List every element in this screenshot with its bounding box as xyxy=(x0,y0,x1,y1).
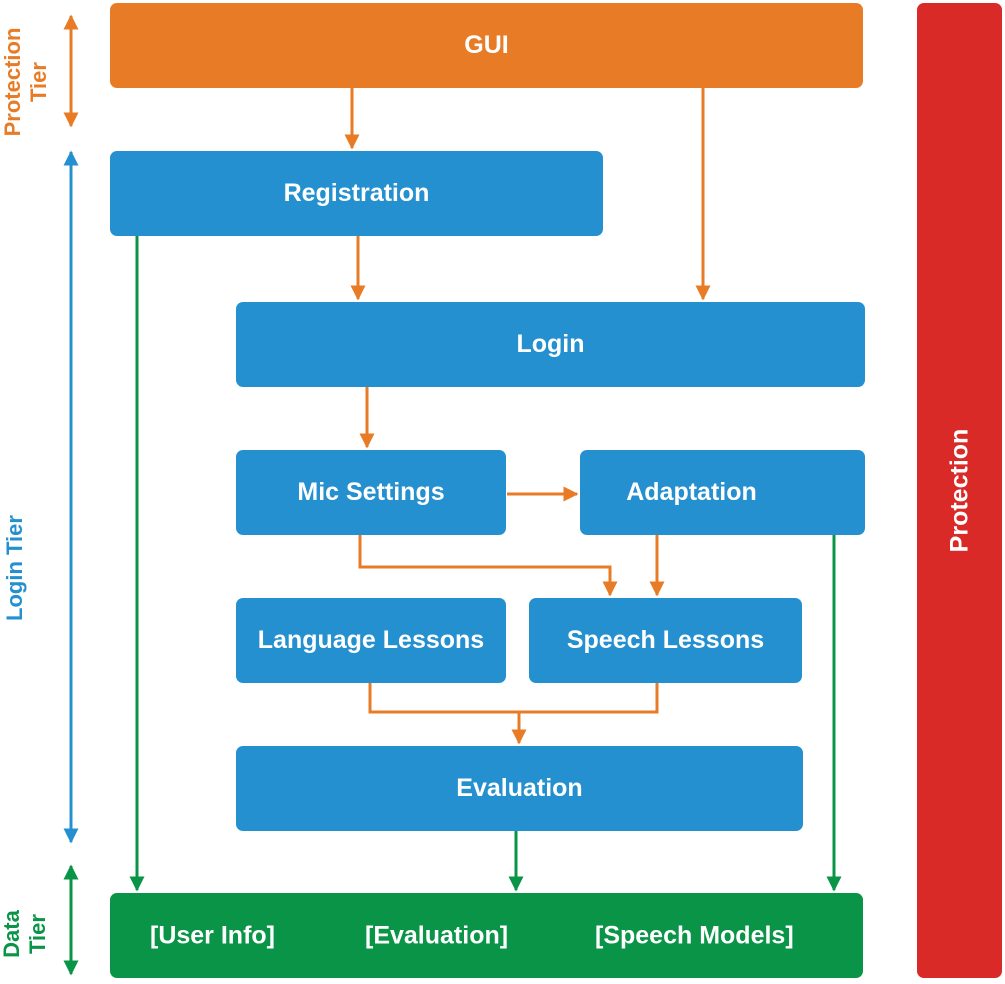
adaptation-box: Adaptation xyxy=(580,450,865,535)
data-store-evaluation: [Evaluation] xyxy=(365,921,509,949)
speech-lessons-box: Speech Lessons xyxy=(529,598,802,683)
arrow-mic-settings-to-speech-lessons xyxy=(358,535,618,597)
language-lessons-box: Language Lessons xyxy=(236,598,506,683)
evaluation-box: Evaluation xyxy=(236,746,803,831)
login-box: Login xyxy=(236,302,865,387)
protection-bar: Protection xyxy=(917,3,1002,978)
data-store-user-info: [User Info] xyxy=(150,921,275,949)
protection-tier-label-line1: Protection xyxy=(0,27,25,137)
data-tier-label-line2: Tier xyxy=(25,914,50,954)
data-store-speech-models: [Speech Models] xyxy=(595,921,794,949)
arrow-language-lessons-to-evaluation xyxy=(368,683,527,745)
data-store-box: [User Info] [Evaluation] [Speech Models] xyxy=(110,893,863,978)
data-tier-label: Data Tier xyxy=(0,894,51,974)
protection-bar-label: Protection xyxy=(945,428,973,553)
mic-settings-box: Mic Settings xyxy=(236,450,506,535)
login-tier-label: Login Tier xyxy=(2,515,27,621)
registration-box: Registration xyxy=(110,151,603,236)
protection-tier-label: Protection Tier xyxy=(0,27,52,137)
arrow-speech-lessons-to-evaluation xyxy=(519,683,659,714)
protection-tier-label-line2: Tier xyxy=(26,62,51,102)
data-tier-label-line1: Data xyxy=(0,910,24,958)
gui-box: GUI xyxy=(110,3,863,88)
